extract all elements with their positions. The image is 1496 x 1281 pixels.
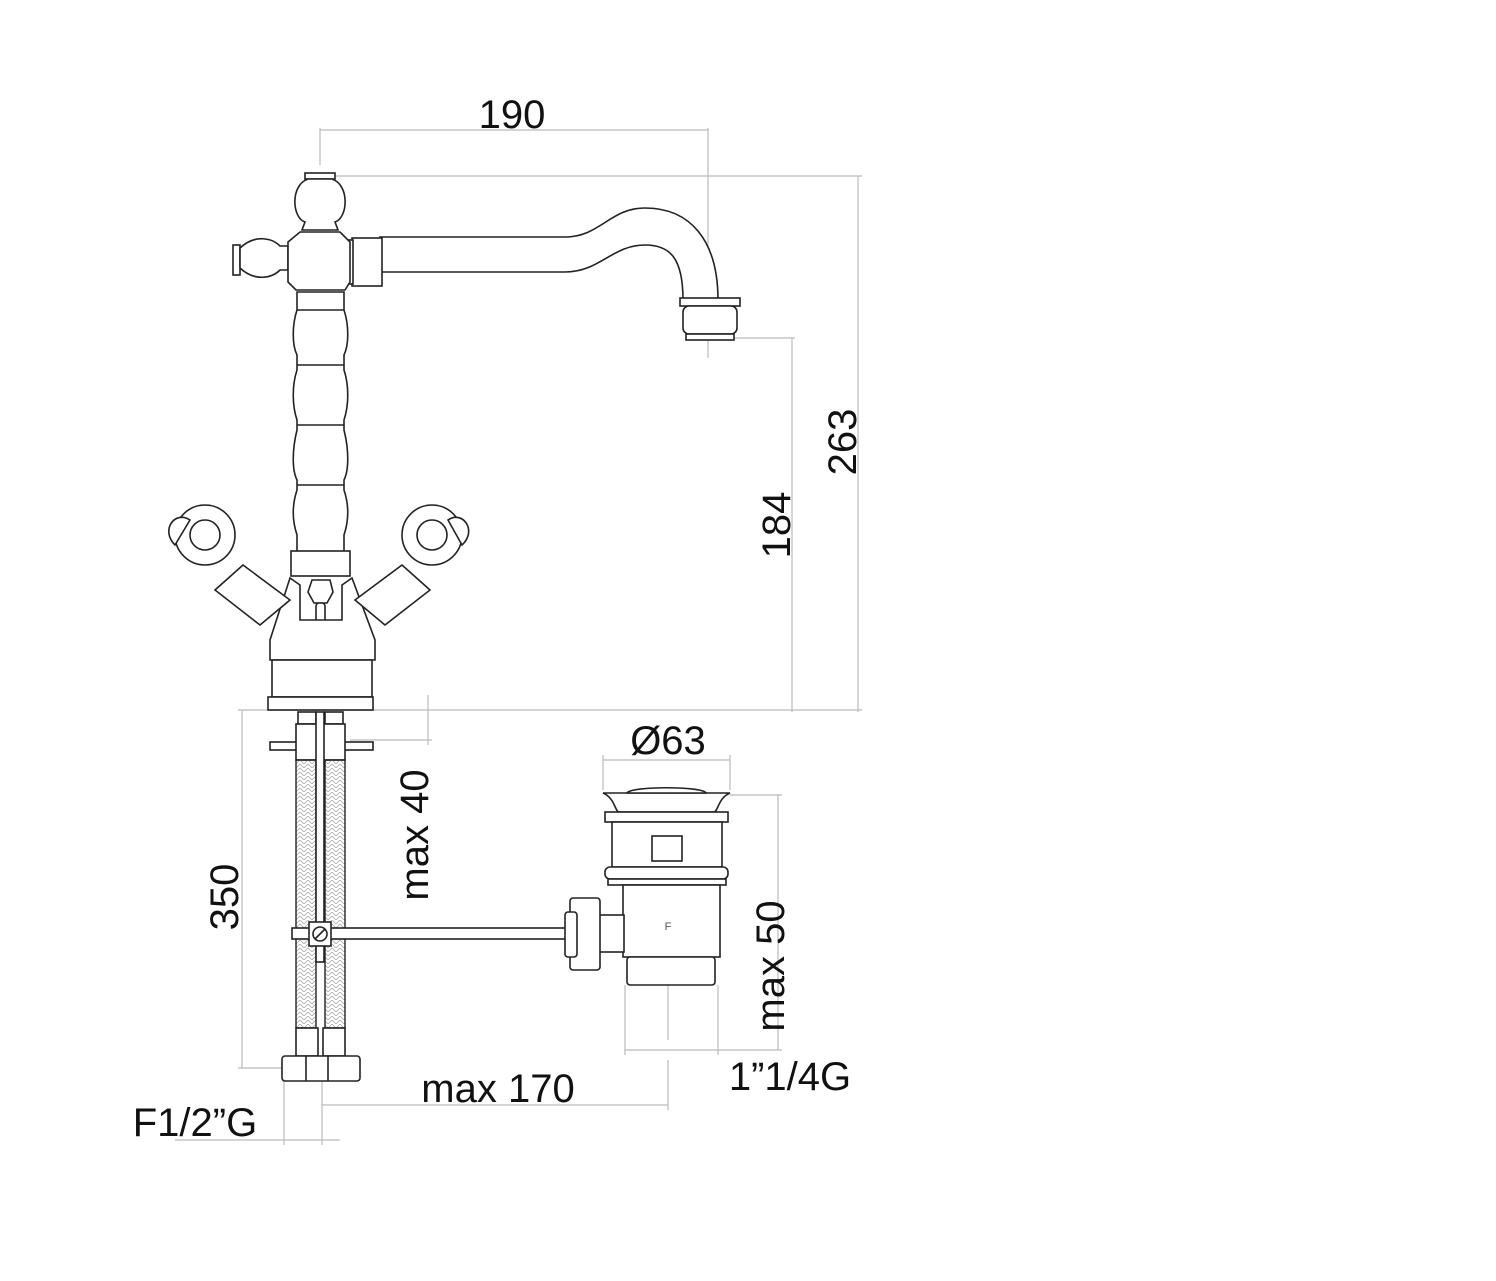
dim-drain-diameter: Ø63 [630, 719, 706, 763]
dim-spout-reach: 190 [479, 93, 546, 137]
dim-hose-length: 350 [203, 864, 247, 931]
faucet-body [168, 172, 741, 711]
dim-max-deck-thickness: max 40 [393, 769, 437, 900]
dim-spout-height: 184 [755, 492, 799, 559]
dim-inlet-thread: F1/2”G [133, 1101, 257, 1145]
supply-hoses [269, 711, 568, 1082]
drain-marking: F [665, 921, 672, 933]
dim-rod-max-distance: max 170 [421, 1067, 574, 1111]
dim-drain-thread: 1”1/4G [729, 1055, 851, 1099]
pop-up-drain: F [564, 786, 731, 986]
dim-drain-max-thickness: max 50 [749, 900, 793, 1031]
dim-total-height: 263 [821, 409, 865, 476]
